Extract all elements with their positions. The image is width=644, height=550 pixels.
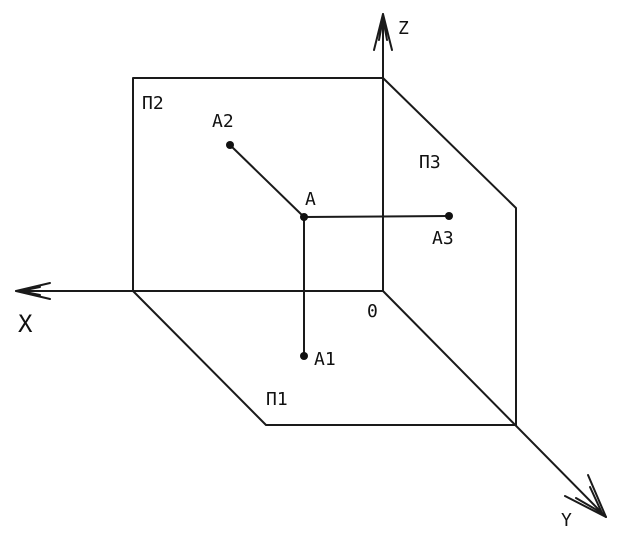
point-a1-label: A1: [314, 349, 336, 370]
x-axis-label: X: [18, 310, 33, 338]
point-a2-label: A2: [212, 111, 234, 132]
plane-p2-label: П2: [142, 93, 164, 114]
z-axis-arrowhead: [373, 13, 393, 51]
projection-line-a-a3: [303, 215, 450, 218]
point-a2-marker: [226, 141, 234, 149]
point-a1-marker: [300, 352, 308, 360]
plane-p3-outline: [382, 77, 517, 426]
plane-p3-label: П3: [419, 152, 441, 173]
plane-p2-outline: [132, 77, 384, 292]
plane-p1-outline: [132, 290, 517, 426]
point-a-label: A: [305, 189, 316, 210]
plane-p1-label: П1: [266, 389, 288, 410]
y-axis-label: Y: [561, 510, 572, 531]
y-axis-line: [382, 290, 607, 518]
origin-label: 0: [367, 301, 378, 322]
y-axis-arrowhead: [564, 474, 607, 518]
point-a3-marker: [445, 212, 453, 220]
x-axis-arrowhead: [15, 282, 51, 300]
z-axis-label: Z: [398, 18, 409, 39]
point-a3-label: A3: [432, 228, 454, 249]
projection-line-a-a2: [229, 144, 305, 218]
point-a-marker: [300, 213, 308, 221]
